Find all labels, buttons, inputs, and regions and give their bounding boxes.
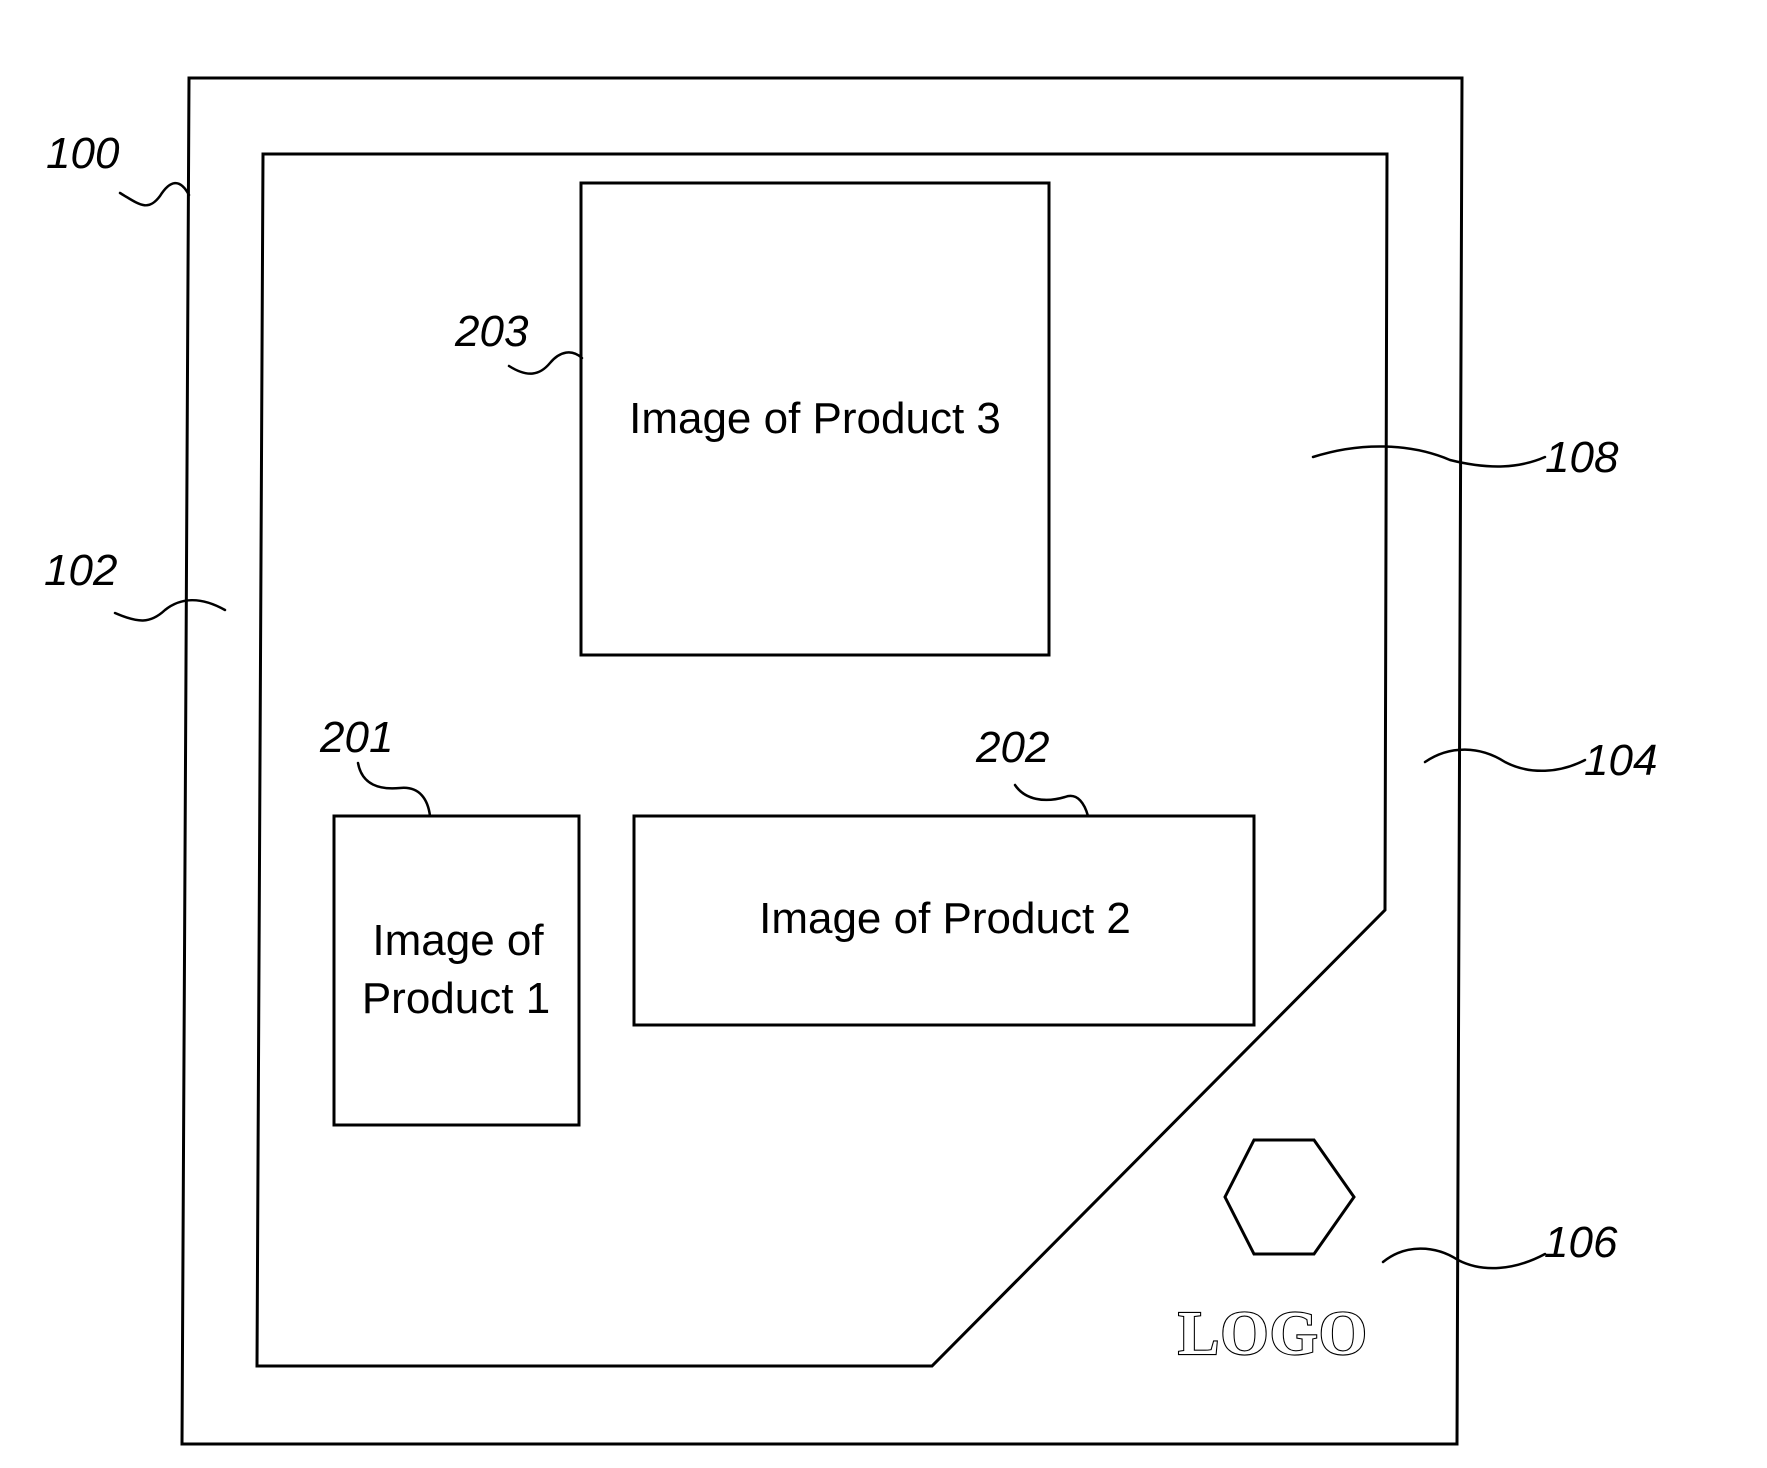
leader-202 <box>1015 785 1088 816</box>
ref-201: 201 <box>319 713 393 762</box>
leader-102 <box>115 600 225 620</box>
ref-203: 203 <box>454 307 529 356</box>
ref-108: 108 <box>1545 433 1619 482</box>
product-2-box: Image of Product 2 <box>634 816 1254 1025</box>
leader-201 <box>358 763 430 816</box>
ref-104: 104 <box>1584 736 1657 785</box>
leader-108 <box>1313 446 1545 466</box>
ref-100: 100 <box>46 129 120 178</box>
product-1-label-line2: Product 1 <box>362 974 550 1023</box>
main-panel <box>257 154 1387 1366</box>
product-1-label-line1: Image of <box>372 916 544 965</box>
leader-106 <box>1383 1249 1545 1269</box>
product-3-label: Image of Product 3 <box>629 394 1001 443</box>
ref-106: 106 <box>1544 1218 1618 1267</box>
product-3-box: Image of Product 3 <box>581 183 1049 655</box>
leader-100 <box>120 183 189 205</box>
product-2-label: Image of Product 2 <box>759 894 1131 943</box>
hexagon-icon <box>1225 1140 1354 1254</box>
leader-104 <box>1425 750 1585 771</box>
logo-text: LOGO <box>1178 1300 1368 1368</box>
ref-202: 202 <box>975 723 1049 772</box>
ref-102: 102 <box>44 546 117 595</box>
product-1-box: Image of Product 1 <box>334 816 579 1125</box>
